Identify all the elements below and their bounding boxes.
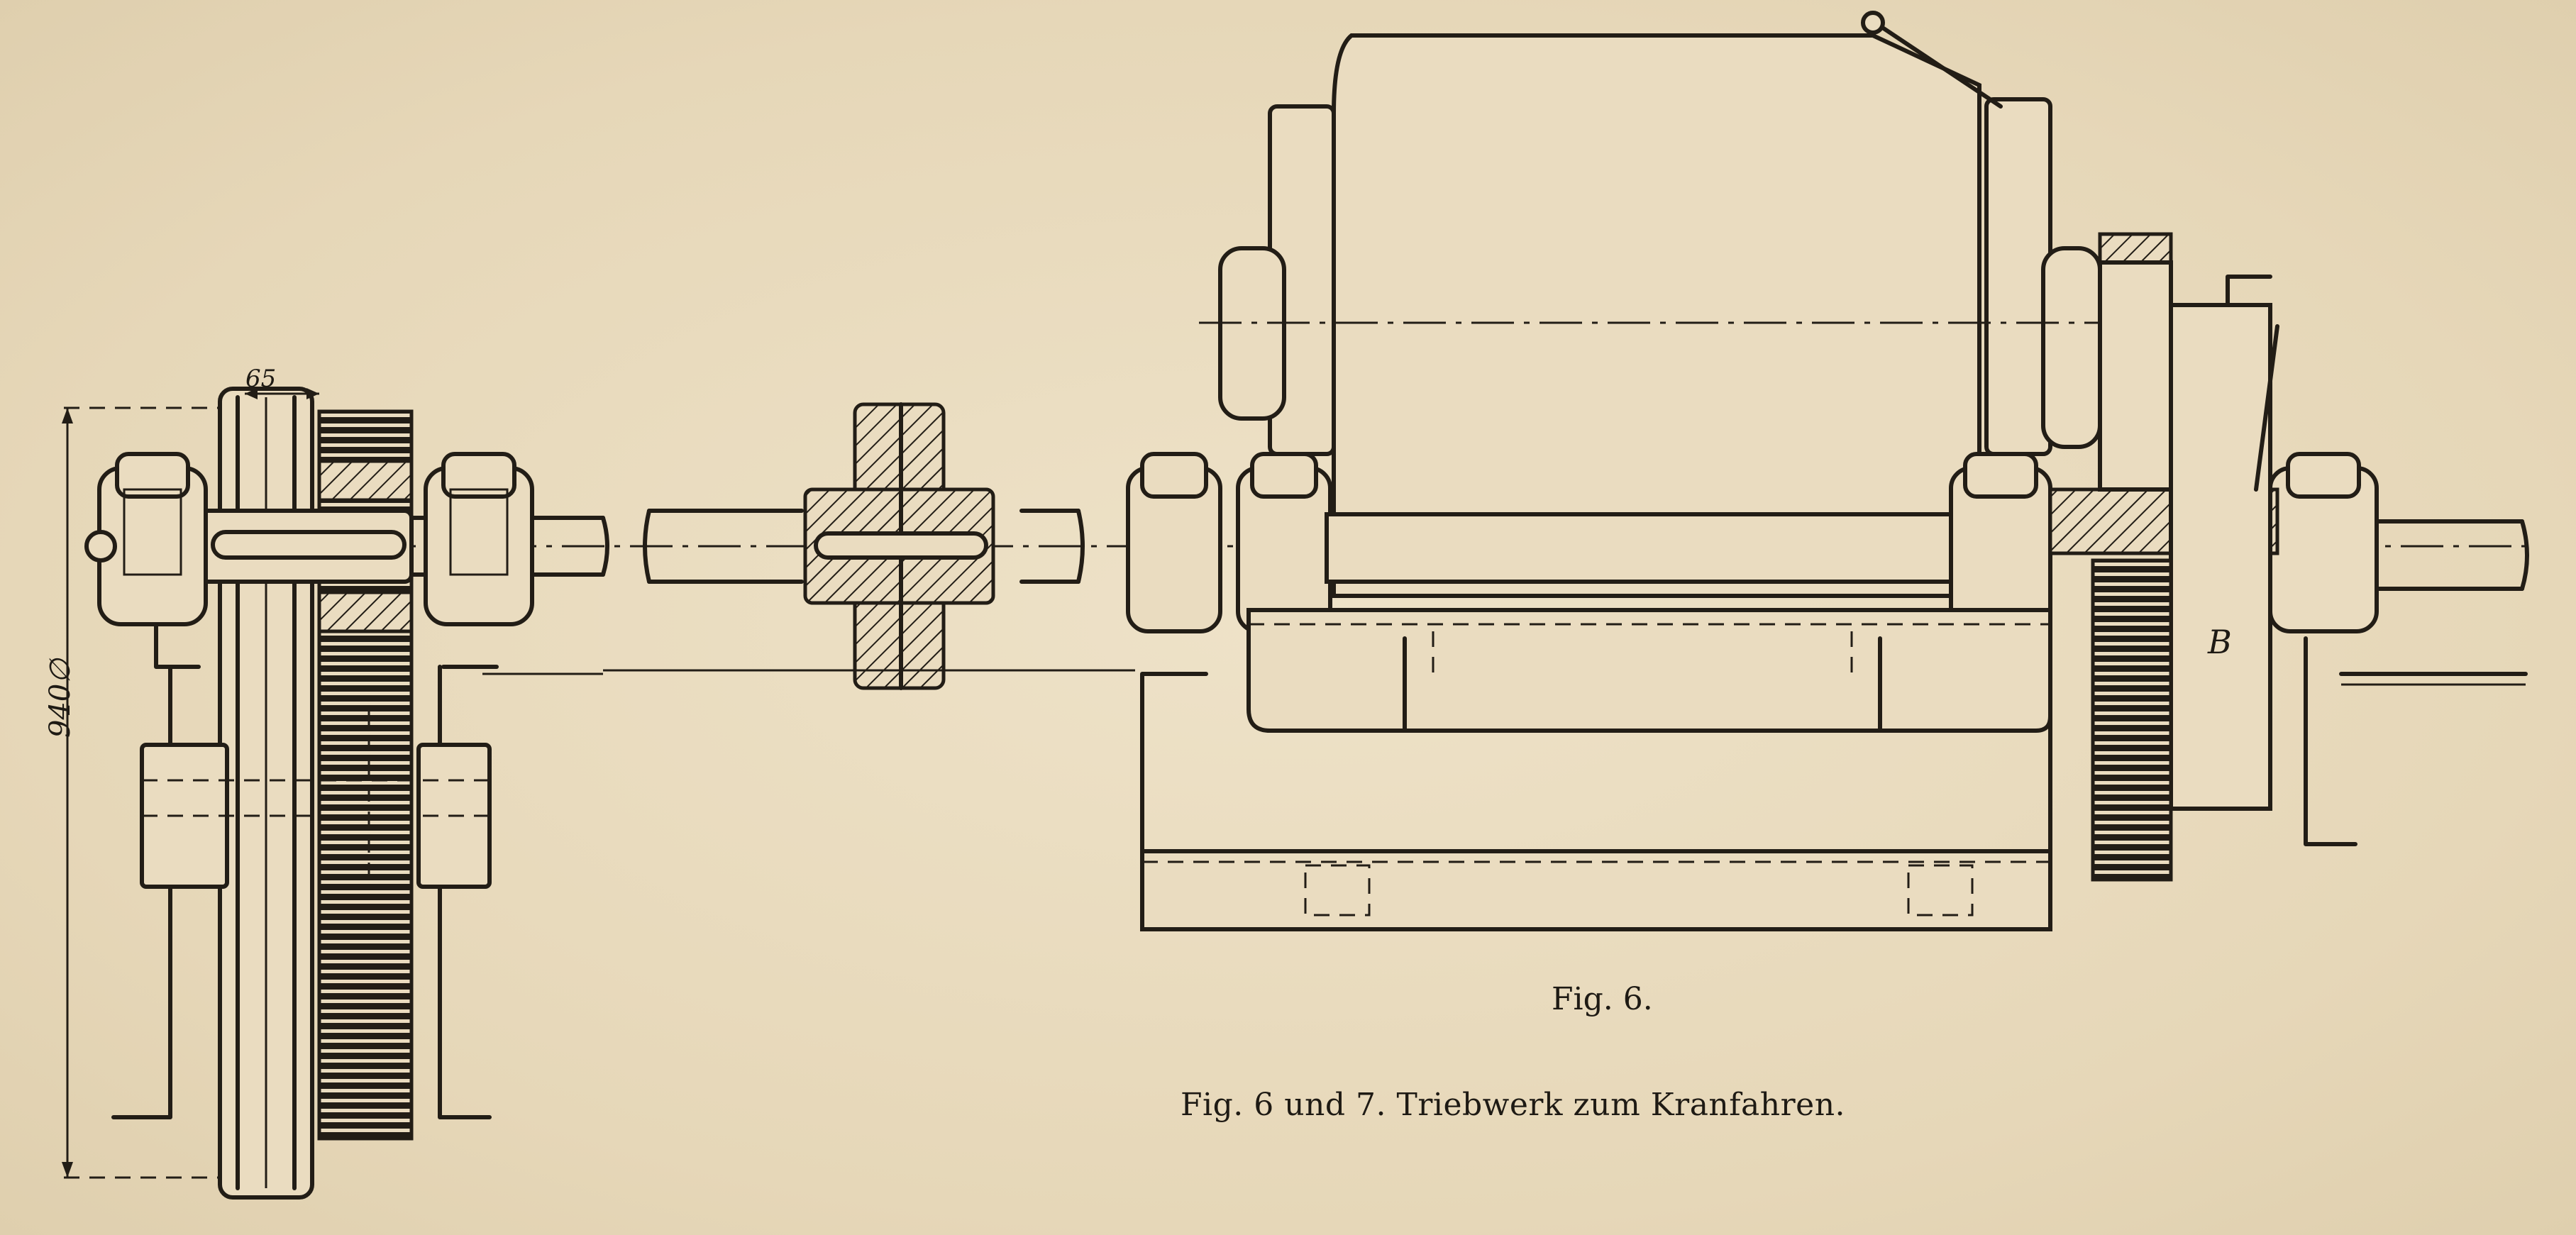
motor-drive-assembly: [1126, 11, 2528, 931]
dimension-diameter-label: 940∅: [44, 658, 77, 738]
flange-coupling: [603, 402, 1135, 690]
figure-number: Fig. 6.: [1552, 981, 1653, 1017]
figure-caption: Fig. 6 und 7. Triebwerk zum Kranfahren.: [1181, 1087, 1846, 1123]
travel-wheel-assembly: [62, 387, 603, 1200]
dimension-width-label: 65: [245, 365, 277, 393]
gear-b-label: B: [2208, 623, 2232, 661]
